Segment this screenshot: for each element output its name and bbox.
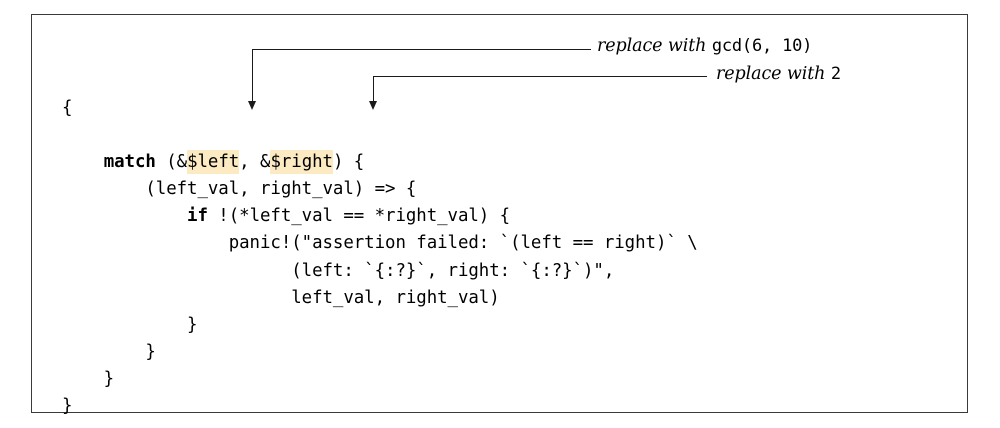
callout-1-leader-vertical [252,48,254,105]
code-text: (& [155,152,188,173]
callout-2-leader-horizontal [373,75,707,77]
code-line: match (&$left, &$right) { [62,149,698,176]
code-line: if !(*left_val == *right_val) { [62,203,698,230]
code-text: ) { [332,152,365,173]
code-line [62,122,698,149]
code-text: } [62,368,115,389]
code-line: (left_val, right_val) => { [62,176,698,203]
code-text: !(*left_val == *right_val) { [207,206,511,227]
code-text: , & [239,152,271,173]
code-line: } [62,366,698,393]
code-listing: { match (&$left, &$right) { (left_val, r… [62,95,698,420]
code-line: { [62,95,698,122]
code-line: left_val, right_val) [62,285,698,312]
callout-2-arrowhead-icon [369,101,378,110]
code-text: } [62,341,156,362]
code-keyword: if [187,206,208,227]
code-highlighted-token: $right [270,150,333,175]
code-text: { [62,98,73,118]
code-text [62,206,187,226]
code-line: panic!("assertion failed: `(left == righ… [62,230,698,257]
code-text [62,152,104,172]
callout-2-label: replace with 2 [716,64,841,84]
callout-1-arrowhead-icon [248,101,257,110]
code-text: panic!("assertion failed: `(left == righ… [62,233,698,254]
code-line: (left: `{:?}`, right: `{:?}`)", [62,258,698,285]
callout-1-code: gcd(6, 10) [711,36,813,56]
callout-2-code: 2 [830,64,841,84]
code-text: (left: `{:?}`, right: `{:?}`)", [62,260,615,281]
code-text: } [62,314,198,335]
callout-1-leader-horizontal [252,48,591,50]
code-text: (left_val, right_val) => { [62,179,417,200]
code-keyword: match [103,152,156,173]
callout-2-leader-vertical [373,75,375,105]
callout-1-label: replace with gcd(6, 10) [597,36,813,56]
code-text: } [62,396,73,417]
code-line: } [62,393,698,420]
code-line: } [62,312,698,339]
code-highlighted-token: $left [187,150,240,175]
code-line: } [62,339,698,366]
figure-border [31,14,968,413]
callout-2-phrase: replace with [716,64,826,84]
code-text: left_val, right_val) [62,287,500,308]
callout-1-phrase: replace with [597,36,707,56]
